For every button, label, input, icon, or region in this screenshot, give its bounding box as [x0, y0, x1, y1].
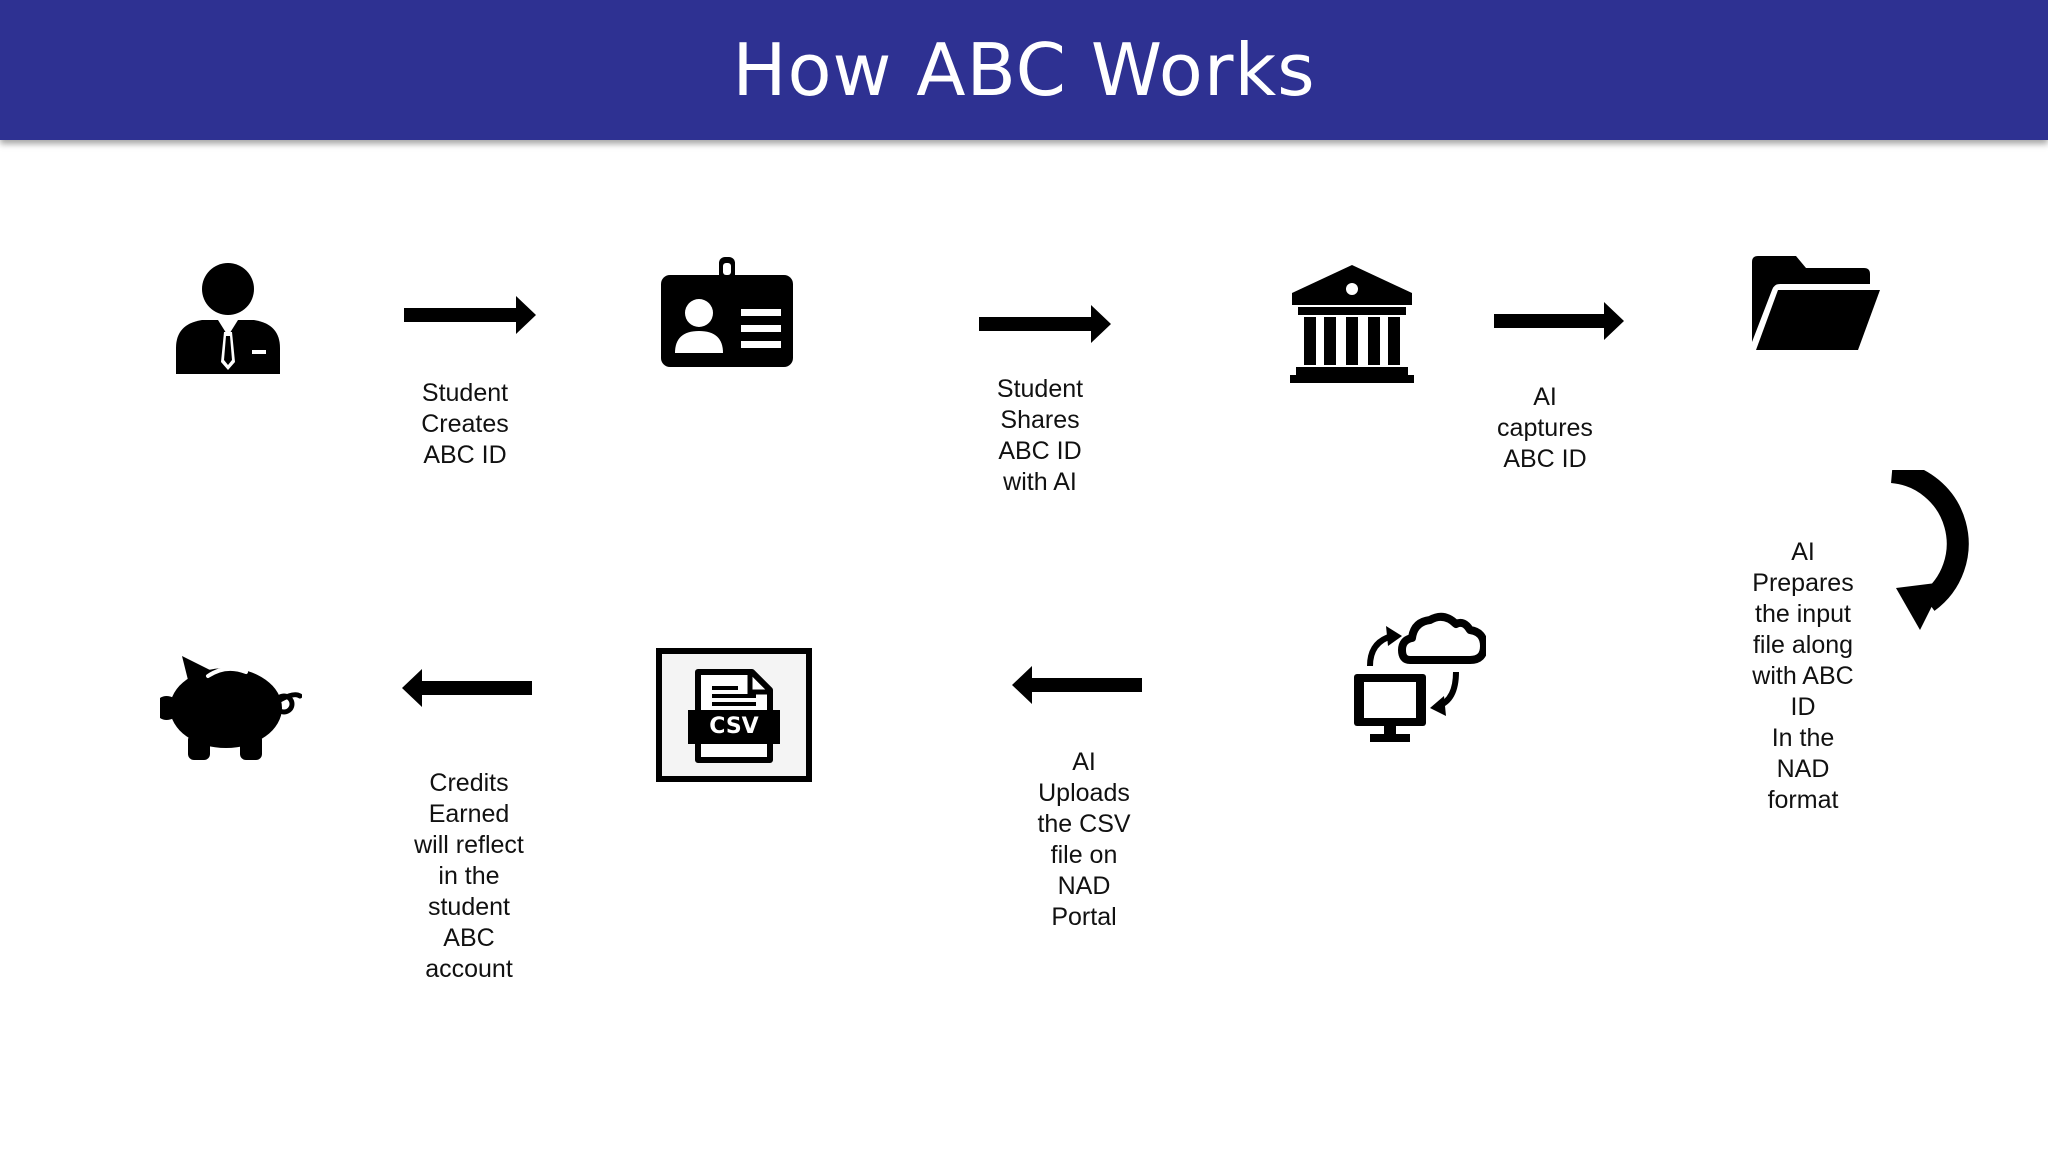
id-card-icon	[661, 255, 793, 367]
step-student-creates-label: Student Creates ABC ID	[421, 379, 509, 469]
curved-arrow-icon	[1888, 470, 1980, 630]
arrow-right-icon	[1494, 302, 1624, 340]
arrow-left-icon	[1012, 666, 1142, 704]
page-title: How ABC Works	[732, 28, 1316, 112]
arrow-right-icon	[979, 305, 1111, 343]
piggy-bank-icon	[160, 654, 302, 762]
step-ai-captures-label: AI captures ABC ID	[1497, 383, 1593, 473]
step-ai-prepares-label: AI Prepares the input file along with AB…	[1752, 538, 1854, 814]
csv-file-label: CSV	[709, 714, 759, 739]
student-icon	[174, 262, 282, 374]
arrow-right-icon	[404, 296, 536, 334]
arrow-left-icon	[402, 669, 532, 707]
bank-icon	[1290, 265, 1414, 383]
step-ai-uploads-label: AI Uploads the CSV file on NAD Portal	[1037, 748, 1131, 931]
cloud-sync-computer-icon	[1352, 608, 1486, 744]
folder-icon	[1752, 256, 1880, 350]
step-student-shares-label: Student Shares ABC ID with AI	[996, 375, 1084, 496]
header-bar: How ABC Works	[0, 0, 2048, 140]
csv-file-icon: CSV	[656, 648, 812, 782]
step-credits-earned-label: Credits Earned will reflect in the stude…	[414, 769, 524, 983]
